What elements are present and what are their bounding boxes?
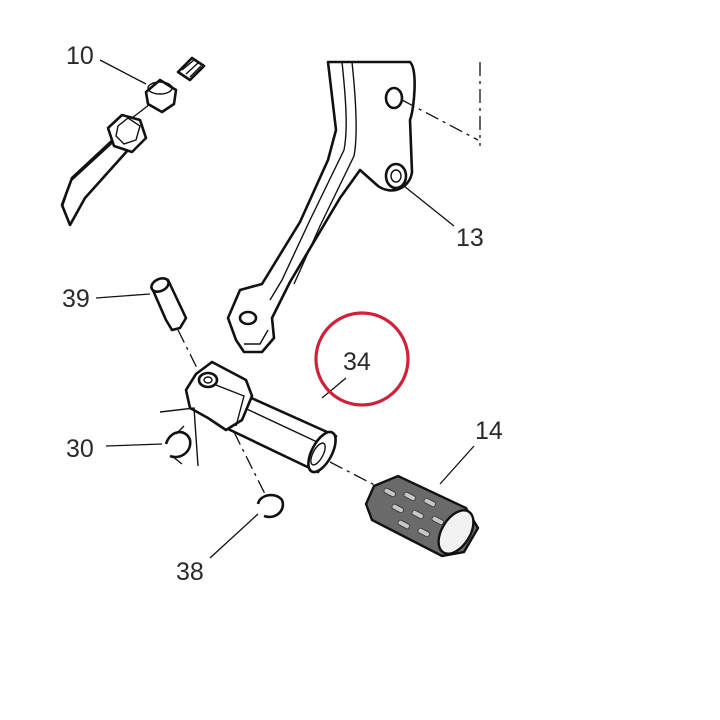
label-10: 10 xyxy=(66,42,94,70)
shift-rod-assembly xyxy=(60,56,206,227)
highlight-circle xyxy=(314,311,410,407)
footpeg-bracket xyxy=(184,360,393,497)
clevis-pin xyxy=(95,277,207,387)
shift-lever xyxy=(226,60,481,354)
label-39: 39 xyxy=(62,285,90,313)
rubber-peg xyxy=(364,445,480,558)
label-13: 13 xyxy=(456,224,484,252)
label-14: 14 xyxy=(475,417,503,445)
label-34: 34 xyxy=(343,348,371,376)
cotter-clip xyxy=(105,407,199,467)
label-30: 30 xyxy=(66,435,94,463)
retaining-clip xyxy=(209,493,285,559)
label-38: 38 xyxy=(176,558,204,586)
